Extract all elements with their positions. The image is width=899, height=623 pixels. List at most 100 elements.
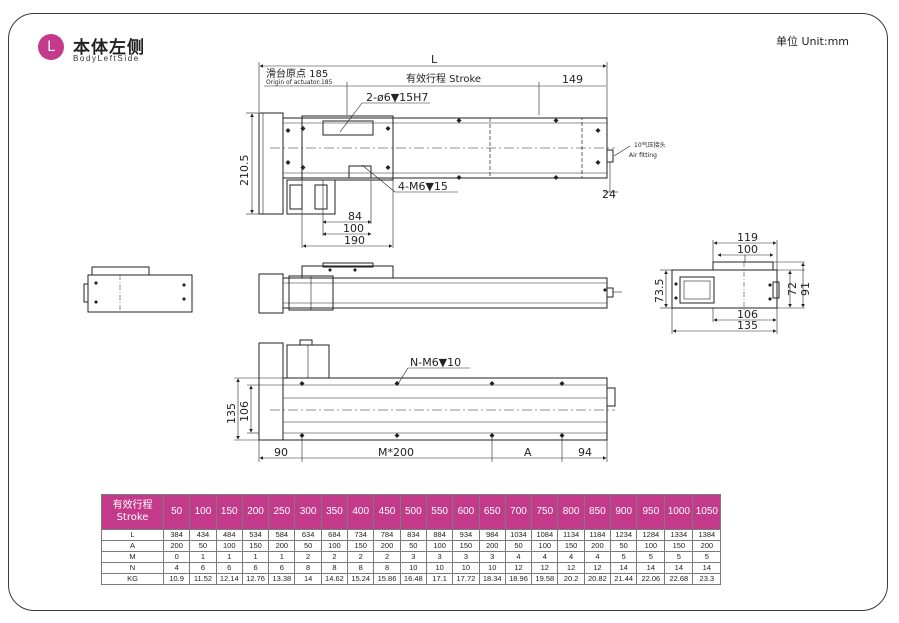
dim-a: A bbox=[524, 446, 532, 459]
table-cell: 5 bbox=[692, 551, 722, 563]
stroke-header-cell: 750 bbox=[531, 494, 559, 530]
origin-label: 滑台原点 185 bbox=[266, 67, 328, 80]
table-cell: 17.72 bbox=[452, 573, 480, 585]
table-cell: 200 bbox=[583, 540, 612, 552]
table-cell: 50 bbox=[610, 540, 638, 552]
table-cell: 14 bbox=[636, 562, 666, 574]
stroke-header-cell: 600 bbox=[452, 494, 480, 530]
table-cell: 1134 bbox=[557, 529, 585, 541]
table-cell: 12 bbox=[583, 562, 612, 574]
table-cell: 12 bbox=[557, 562, 585, 574]
origin-sublabel: Origin of actuator:185 bbox=[266, 79, 333, 86]
stroke-label: 有效行程 Stroke bbox=[406, 72, 481, 85]
table-cell: 5 bbox=[610, 551, 638, 563]
table-cell: 18.34 bbox=[478, 573, 506, 585]
table-cell: 2 bbox=[294, 551, 322, 563]
dim-bottom-106: 106 bbox=[238, 401, 251, 422]
table-cell: 14 bbox=[610, 562, 638, 574]
row-label: KG bbox=[101, 573, 164, 585]
stroke-header-cell: 950 bbox=[636, 494, 666, 530]
table-cell: 21.44 bbox=[610, 573, 638, 585]
row-label: A bbox=[101, 540, 164, 552]
table-cell: 200 bbox=[373, 540, 401, 552]
table-cell: 100 bbox=[531, 540, 559, 552]
table-cell: 12.76 bbox=[241, 573, 270, 585]
table-cell: 6 bbox=[215, 562, 243, 574]
table-cell: 22.68 bbox=[664, 573, 694, 585]
hole-note-mid: 4-M6▼15 bbox=[398, 180, 448, 193]
table-cell: 1034 bbox=[504, 529, 533, 541]
table-cell: 6 bbox=[268, 562, 296, 574]
table-cell: 684 bbox=[320, 529, 349, 541]
table-cell: 8 bbox=[373, 562, 401, 574]
table-cell: 1084 bbox=[531, 529, 559, 541]
dim-end-100: 100 bbox=[737, 243, 758, 256]
table-cell: 4 bbox=[531, 551, 559, 563]
hole-note-bottom: N-M6▼10 bbox=[410, 356, 461, 369]
table-cell: 10 bbox=[425, 562, 454, 574]
dim-24: 24 bbox=[602, 188, 616, 201]
table-cell: 4 bbox=[162, 562, 191, 574]
table-cell: 18.96 bbox=[504, 573, 533, 585]
table-cell: 3 bbox=[452, 551, 480, 563]
table-cell: 11.52 bbox=[189, 573, 217, 585]
table-cell: 3 bbox=[478, 551, 506, 563]
table-cell: 17.1 bbox=[425, 573, 454, 585]
table-cell: 14 bbox=[664, 562, 694, 574]
table-cell: 12 bbox=[531, 562, 559, 574]
table-cell: 1334 bbox=[664, 529, 694, 541]
table-cell: 15.86 bbox=[373, 573, 401, 585]
table-cell: 10 bbox=[478, 562, 506, 574]
table-cell: 1 bbox=[268, 551, 296, 563]
table-cell: 8 bbox=[347, 562, 375, 574]
stroke-header-cell: 450 bbox=[373, 494, 401, 530]
table-cell: 200 bbox=[692, 540, 722, 552]
table-cell: 15.24 bbox=[347, 573, 375, 585]
table-cell: 834 bbox=[399, 529, 427, 541]
hole-note-top: 2-ø6▼15H7 bbox=[366, 91, 428, 104]
table-cell: 10 bbox=[399, 562, 427, 574]
bottom-view: N-M6▼10 135 106 90 M*200 A 94 bbox=[225, 339, 616, 462]
dim-end-106: 106 bbox=[737, 308, 758, 321]
table-cell: 100 bbox=[636, 540, 666, 552]
table-cell: 20.82 bbox=[583, 573, 612, 585]
stroke-header-cell: 100 bbox=[189, 494, 217, 530]
table-cell: 150 bbox=[557, 540, 585, 552]
table-cell: 1234 bbox=[610, 529, 638, 541]
table-cell: 13.38 bbox=[268, 573, 296, 585]
table-cell: 10.9 bbox=[162, 573, 191, 585]
row-label: M bbox=[101, 551, 164, 563]
stroke-header-cell: 350 bbox=[320, 494, 349, 530]
stroke-header-cell: 50 bbox=[162, 494, 191, 530]
table-cell: 12.14 bbox=[215, 573, 243, 585]
section-subtitle: BodyLeftSide bbox=[73, 54, 140, 63]
dim-72: 72 bbox=[786, 282, 799, 296]
table-cell: 4 bbox=[504, 551, 533, 563]
table-cell: 19.58 bbox=[531, 573, 559, 585]
dim-84: 84 bbox=[348, 210, 362, 223]
stroke-header-cell: 150 bbox=[215, 494, 243, 530]
table-cell: 5 bbox=[664, 551, 694, 563]
table-cell: 150 bbox=[347, 540, 375, 552]
dim-90: 90 bbox=[274, 446, 288, 459]
stroke-header-cell: 400 bbox=[347, 494, 375, 530]
table-cell: 1 bbox=[241, 551, 270, 563]
spec-corner-cn: 有效行程 bbox=[112, 500, 153, 511]
dim-73-5: 73.5 bbox=[653, 279, 666, 304]
table-cell: 14.62 bbox=[320, 573, 349, 585]
dim-149: 149 bbox=[562, 73, 583, 86]
stroke-header-cell: 550 bbox=[425, 494, 454, 530]
air-fitting-en: Air fitting bbox=[629, 152, 657, 159]
table-cell: 12 bbox=[504, 562, 533, 574]
stroke-header-cell: 650 bbox=[478, 494, 506, 530]
spec-corner-en: Stroke bbox=[116, 512, 149, 523]
table-cell: 100 bbox=[425, 540, 454, 552]
left-end-view bbox=[83, 266, 193, 313]
dim-94: 94 bbox=[578, 446, 592, 459]
table-cell: 20.2 bbox=[557, 573, 585, 585]
table-cell: 1184 bbox=[583, 529, 612, 541]
table-cell: 200 bbox=[478, 540, 506, 552]
